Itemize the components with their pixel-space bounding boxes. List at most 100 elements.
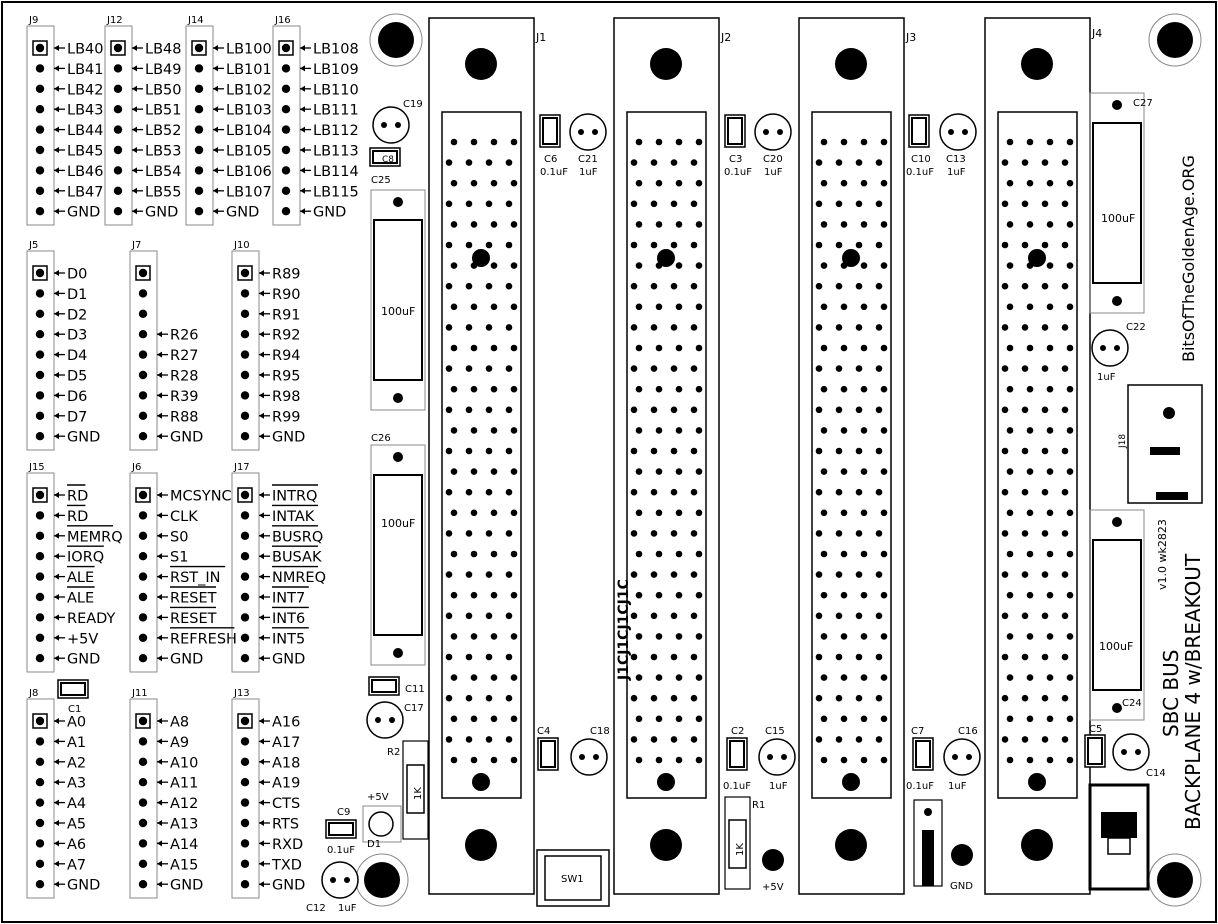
pin-pad (281, 43, 291, 53)
jack-pad (1150, 447, 1180, 455)
key-hole (657, 773, 675, 791)
connector-pin (670, 571, 678, 578)
connector-pin (815, 241, 823, 249)
connector-pin (1061, 365, 1069, 372)
connector-pin (1061, 241, 1069, 249)
connector-pin (1041, 530, 1049, 537)
pin-arrowhead (54, 594, 59, 600)
resistor-body (728, 819, 747, 869)
connector-pin (465, 530, 473, 537)
connector-pin (670, 324, 678, 331)
header-ref-label: J16 (274, 15, 291, 26)
c7-value: 0.1uF (906, 781, 934, 792)
header-ref-label: J13 (233, 688, 250, 699)
pin-label: RESET (170, 611, 217, 627)
cap-pad (763, 129, 769, 135)
connector-pin (675, 468, 683, 475)
connector-pin (1026, 674, 1034, 681)
pin-arrowhead (132, 65, 137, 72)
pin-label: R26 (170, 328, 199, 344)
connector-pin (510, 633, 518, 640)
version-label: v1.0 wk2823 (1156, 519, 1169, 590)
connector-pin (445, 365, 453, 372)
connector-pin (875, 159, 883, 166)
pin-label: LB104 (226, 123, 272, 139)
connector-pin (690, 571, 698, 578)
pin-pad (35, 839, 45, 848)
cap-c6 (539, 114, 561, 148)
pin-pad (281, 186, 291, 195)
cap-outline (366, 701, 404, 739)
pin-arrowhead (300, 65, 305, 72)
connector-pin (1006, 509, 1014, 517)
connector-pin (635, 221, 643, 228)
connector-pin (450, 674, 458, 681)
cap-c7 (912, 737, 934, 771)
pin-pad (35, 309, 45, 318)
pin-label: A3 (67, 776, 86, 792)
pin-pad (35, 289, 45, 298)
pin-arrowhead (300, 187, 305, 194)
connector-pin (670, 200, 678, 208)
connector-pin (1061, 530, 1069, 537)
connector-pin (1026, 385, 1034, 393)
connector-pin (1066, 674, 1074, 681)
connector-pin (860, 385, 868, 393)
connector-pin (840, 262, 848, 269)
pin-pad (240, 391, 250, 400)
connector-pin (655, 385, 663, 393)
connector-pin (840, 385, 848, 393)
connector-pin (855, 241, 863, 249)
connector-pin (1006, 468, 1014, 475)
c3-value: 0.1uF (724, 167, 752, 178)
pin-arrowhead (157, 634, 162, 641)
cap-c2 (726, 737, 748, 771)
connector-pin (655, 674, 663, 681)
connector-pin (835, 612, 843, 620)
pin-arrowhead (259, 718, 264, 724)
connector-pin (875, 488, 883, 496)
pin-label: S0 (170, 529, 188, 545)
pin-pad (240, 309, 250, 318)
cap-pad (344, 877, 350, 883)
pin-arrowhead (54, 860, 59, 867)
pin-label: A13 (170, 817, 198, 833)
connector-pin (485, 159, 493, 166)
pin-label: D6 (67, 389, 87, 405)
pin-pad (138, 330, 148, 339)
header-j6: J6MCSYNCCLKS0S1RST_INRESETRESETREFRESHGN… (129, 462, 237, 673)
connector-pin (695, 262, 703, 269)
connector-pin (835, 694, 843, 702)
pin-pad (240, 757, 250, 766)
connector-pin (1006, 138, 1014, 146)
connector-pin (510, 427, 518, 434)
pin-pad (240, 330, 250, 339)
pin-pad (138, 880, 148, 889)
pin-arrowhead (54, 634, 59, 641)
connector-pin (695, 468, 703, 475)
connector-pin (695, 303, 703, 311)
jack-pad (1163, 407, 1175, 419)
pin-arrowhead (54, 290, 59, 297)
connector-pin (505, 200, 513, 208)
pin-label: +5V (67, 631, 98, 647)
pin-arrowhead (259, 392, 264, 399)
connector-pin (635, 262, 643, 269)
connector-pin (820, 591, 828, 599)
pin-label: INT7 (272, 591, 305, 607)
connector-pin (1061, 447, 1069, 455)
key-hole (1028, 249, 1046, 267)
pin-arrowhead (54, 820, 59, 826)
connector-pin (1041, 200, 1049, 208)
connector-pin (450, 633, 458, 640)
c10-value: 0.1uF (906, 167, 934, 178)
pin-pad (113, 125, 123, 134)
pin-arrowhead (157, 881, 162, 888)
connector-pin (840, 344, 848, 352)
cap-pad (767, 754, 773, 760)
j3-label: J3 (905, 31, 916, 44)
connector-pin (1061, 282, 1069, 290)
connector-pin (860, 303, 868, 311)
connector-pin (880, 509, 888, 517)
connector-pin (675, 303, 683, 311)
